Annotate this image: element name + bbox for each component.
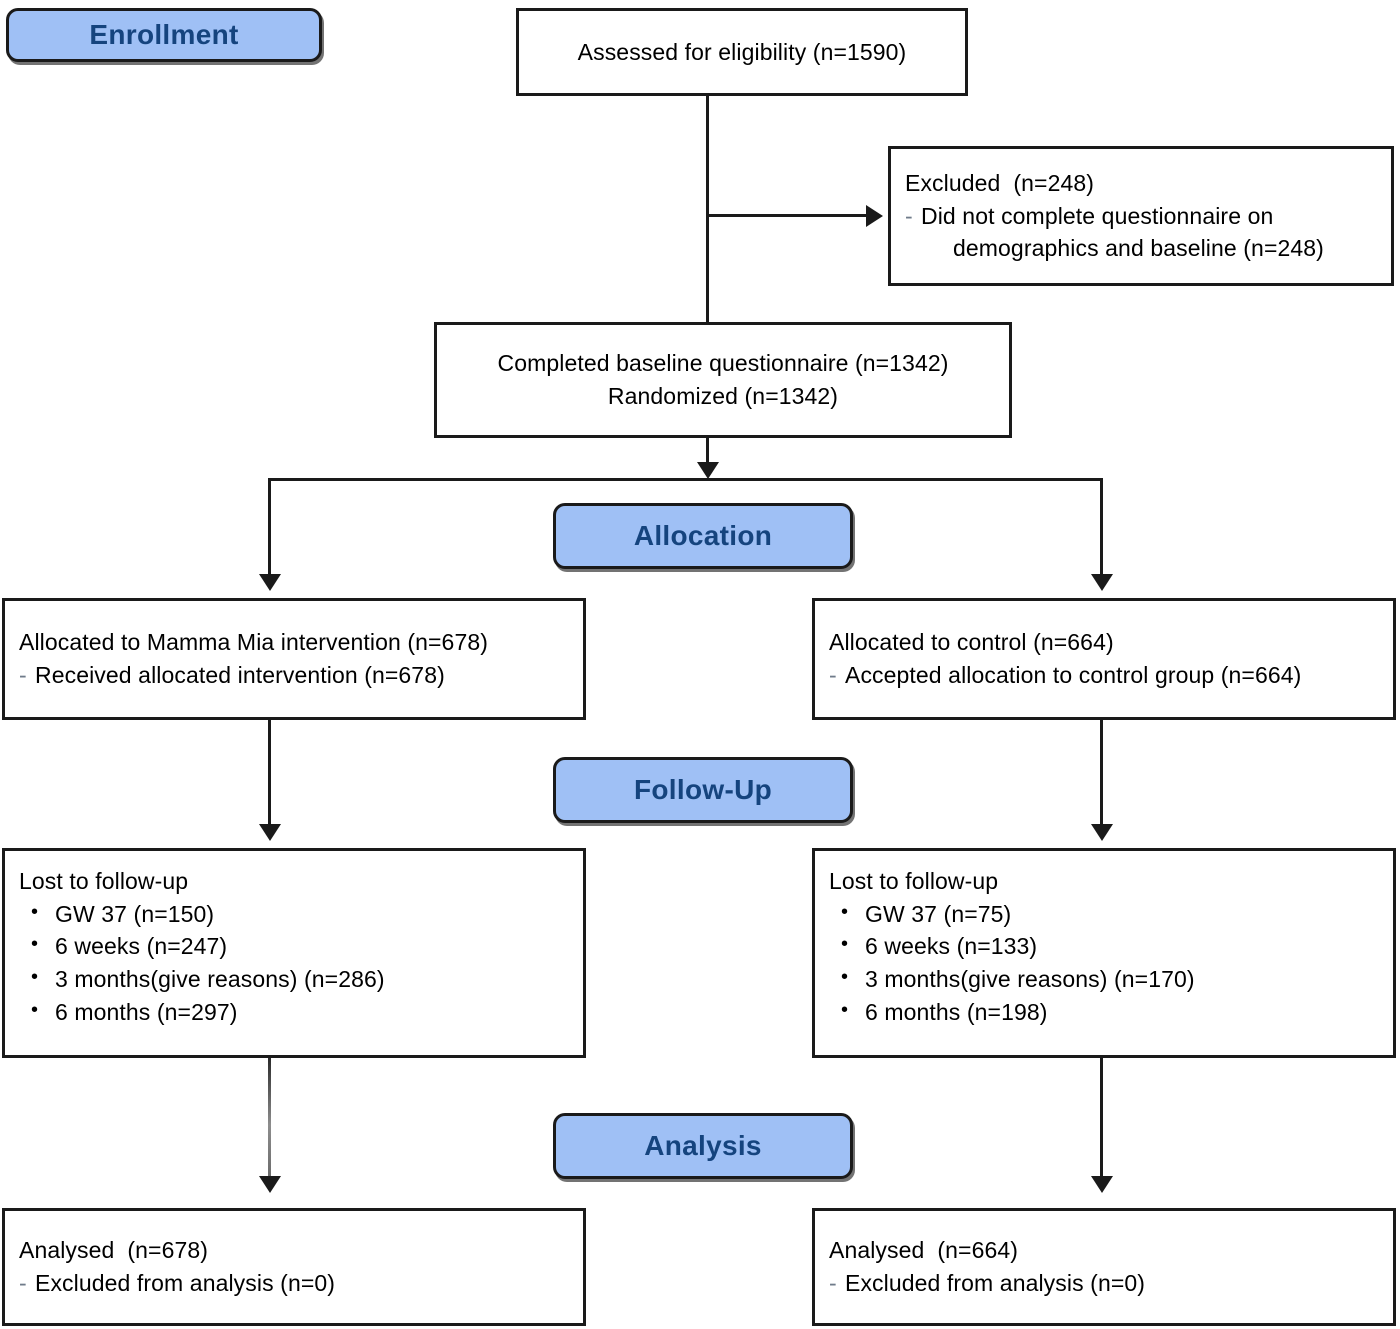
connector-excluded-horizontal [706, 214, 868, 217]
arrowhead-analysis-left [259, 1176, 281, 1193]
analysis-left-title: Analysed (n=678) [19, 1237, 209, 1264]
excluded-title: Excluded (n=248) [905, 170, 1095, 197]
node-analysed-control: Analysed (n=664) - Excluded from analysi… [812, 1208, 1396, 1326]
followup-left-item-3-label: 3 months(give reasons) (n=286) [55, 965, 385, 992]
followup-left-item-4-label: 6 months (n=297) [55, 998, 238, 1025]
stage-pill-analysis: Analysis [553, 1113, 853, 1179]
bullet-icon: • [31, 900, 39, 923]
connector-analysis-left [268, 1058, 271, 1180]
alloc-left-detail-row: - Received allocated intervention (n=678… [5, 659, 583, 692]
followup-left-item-4: • 6 months (n=297) [5, 996, 583, 1029]
followup-right-item-3-label: 3 months(give reasons) (n=170) [865, 965, 1195, 992]
node-allocated-control: Allocated to control (n=664) - Accepted … [812, 598, 1396, 720]
alloc-left-title: Allocated to Mamma Mia intervention (n=6… [19, 629, 488, 656]
connector-followup-left [268, 720, 271, 828]
stage-pill-followup: Follow-Up [553, 757, 853, 823]
arrowhead-allocation-right [1091, 574, 1113, 591]
alloc-left-detail: Received allocated intervention (n=678) [35, 662, 445, 688]
arrowhead-analysis-right [1091, 1176, 1113, 1193]
node-lost-followup-intervention: Lost to follow-up • GW 37 (n=150) • 6 we… [2, 848, 586, 1058]
alloc-right-title: Allocated to control (n=664) [829, 629, 1114, 656]
node-lost-followup-control: Lost to follow-up • GW 37 (n=75) • 6 wee… [812, 848, 1396, 1058]
connector-fork-right-down [1100, 478, 1103, 578]
connector-allocation-fork-horizontal [268, 478, 1103, 481]
arrowhead-followup-right [1091, 824, 1113, 841]
arrowhead-to-excluded [866, 205, 883, 227]
excluded-dash-marker: - [905, 202, 913, 229]
connector-fork-left-down [268, 478, 271, 578]
analysis-right-dash-marker: - [829, 1270, 837, 1296]
node-randomized: Completed baseline questionnaire (n=1342… [434, 322, 1012, 438]
arrowhead-followup-left [259, 824, 281, 841]
node-excluded: Excluded (n=248) - Did not complete ques… [888, 146, 1394, 286]
alloc-right-detail-row: - Accepted allocation to control group (… [815, 659, 1393, 692]
analysis-right-detail-row: - Excluded from analysis (n=0) [815, 1267, 1393, 1300]
followup-right-item-4: • 6 months (n=198) [815, 996, 1393, 1029]
bullet-icon: • [31, 965, 39, 988]
followup-left-item-3: • 3 months(give reasons) (n=286) [5, 963, 583, 996]
analysis-left-detail-row: - Excluded from analysis (n=0) [5, 1267, 583, 1300]
followup-left-item-1: • GW 37 (n=150) [5, 898, 583, 931]
arrowhead-randomized-fork [697, 462, 719, 479]
bullet-icon: • [31, 998, 39, 1021]
followup-right-item-2: • 6 weeks (n=133) [815, 930, 1393, 963]
alloc-right-detail: Accepted allocation to control group (n=… [845, 662, 1302, 688]
bullet-icon: • [841, 933, 849, 956]
bullet-icon: • [31, 933, 39, 956]
followup-left-title: Lost to follow-up [19, 868, 189, 894]
bullet-icon: • [841, 998, 849, 1021]
excluded-reason-line-2: demographics and baseline (n=248) [953, 235, 1324, 262]
alloc-left-dash-marker: - [19, 662, 27, 688]
excluded-reason-row-1: - Did not complete questionnaire on [891, 200, 1391, 233]
connector-analysis-right [1100, 1058, 1103, 1180]
followup-left-item-1-label: GW 37 (n=150) [55, 900, 215, 927]
randomized-label: Randomized (n=1342) [607, 383, 839, 409]
followup-right-item-1-label: GW 37 (n=75) [865, 900, 1012, 927]
followup-right-item-2-label: 6 weeks (n=133) [865, 933, 1038, 960]
stage-pill-analysis-label: Analysis [644, 1130, 762, 1161]
connector-randomized-down [706, 438, 709, 466]
bullet-icon: • [841, 900, 849, 923]
followup-right-item-3: • 3 months(give reasons) (n=170) [815, 963, 1393, 996]
stage-pill-allocation-label: Allocation [633, 520, 773, 551]
followup-right-title: Lost to follow-up [829, 868, 999, 894]
stage-pill-followup-label: Follow-Up [634, 774, 772, 805]
alloc-right-dash-marker: - [829, 662, 837, 688]
bullet-icon: • [841, 965, 849, 988]
analysis-left-detail: Excluded from analysis (n=0) [35, 1270, 336, 1296]
excluded-reason-line-1: Did not complete questionnaire on [921, 202, 1274, 229]
arrowhead-allocation-left [259, 574, 281, 591]
analysis-left-dash-marker: - [19, 1270, 27, 1296]
followup-right-item-1: • GW 37 (n=75) [815, 898, 1393, 931]
node-allocated-intervention: Allocated to Mamma Mia intervention (n=6… [2, 598, 586, 720]
stage-pill-enrollment: Enrollment [6, 8, 322, 62]
stage-pill-allocation: Allocation [553, 503, 853, 569]
completed-baseline-label: Completed baseline questionnaire (n=1342… [497, 350, 949, 377]
followup-right-item-4-label: 6 months (n=198) [865, 998, 1048, 1025]
assessed-label: Assessed for eligibility (n=1590) [577, 38, 907, 65]
node-assessed-for-eligibility: Assessed for eligibility (n=1590) [516, 8, 968, 96]
analysis-right-title: Analysed (n=664) [829, 1237, 1019, 1264]
stage-pill-enrollment-label: Enrollment [89, 19, 239, 50]
connector-followup-right [1100, 720, 1103, 828]
followup-left-item-2-label: 6 weeks (n=247) [55, 933, 228, 960]
analysis-right-detail: Excluded from analysis (n=0) [845, 1270, 1146, 1296]
node-analysed-intervention: Analysed (n=678) - Excluded from analysi… [2, 1208, 586, 1326]
followup-left-item-2: • 6 weeks (n=247) [5, 930, 583, 963]
